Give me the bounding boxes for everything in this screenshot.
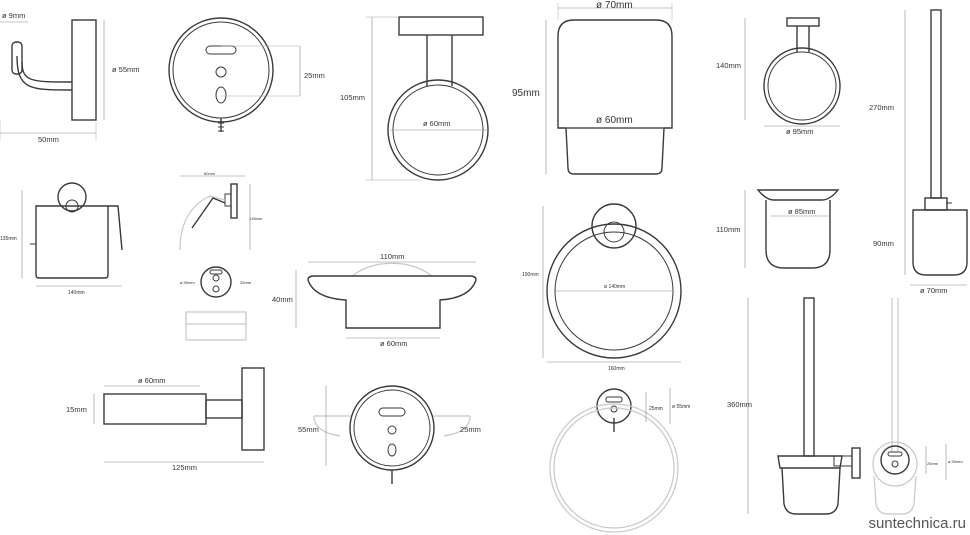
tumbler-top-label: ø 70mm <box>596 0 633 11</box>
dish2-center-label: 25mm <box>460 425 481 434</box>
dish2-height-label: 55mm <box>298 425 319 434</box>
watermark: suntechnica.ru <box>868 515 966 532</box>
toilet-brush-2: 360mm <box>727 297 861 515</box>
paper2-base-l-label: ø 55mm <box>180 280 195 285</box>
brushcup-dia-label: ø 70mm <box>920 286 948 295</box>
paper-holder-plate: ø 55mm 25mm <box>180 266 252 341</box>
cup-height-label: 110mm <box>716 225 740 234</box>
tumbler-view: ø 70mm 95mm ø 60mm <box>512 0 673 175</box>
paper2-base-r-label: 25mm <box>240 280 252 285</box>
dish-height-label: 40mm <box>272 295 293 304</box>
dish-bottom-label: ø 60mm <box>380 339 408 348</box>
rod-length-label: 125mm <box>172 463 197 472</box>
glass-holder-side-view: 105mm ø 60mm <box>340 16 489 181</box>
towelring-height-label: 190mm <box>522 272 539 278</box>
rod-side-label: 15mm <box>66 405 87 414</box>
hook-width-label: 50mm <box>38 135 59 144</box>
brush-total-label: 270mm <box>869 103 894 112</box>
paper-width-label: 140mm <box>68 290 85 296</box>
towelring2-dia-label: ø 55mm <box>672 404 690 410</box>
hook-base-label: ø 55mm <box>112 65 140 74</box>
dish-width-label: 110mm <box>380 252 404 261</box>
towelring-inner-label: ø 140mm <box>604 284 625 290</box>
soap-dish: 110mm 40mm ø 60mm <box>272 252 477 348</box>
towelring2-base-label: 25mm <box>649 406 663 412</box>
toilet-brush-1: 270mm 90mm ø 70mm <box>869 9 968 295</box>
robe-hook-side-view: ø 9mm ø 55mm 50mm <box>0 11 140 144</box>
soap-dish-front: 55mm 25mm <box>298 385 481 484</box>
paper-holder-front: 135mm 140mm <box>0 182 123 296</box>
holder-center-label: 25mm <box>304 71 325 80</box>
glass-ring-label: ø 60mm <box>423 119 451 128</box>
brush2-base-label: 25mm <box>927 461 939 466</box>
towel-rod: ø 60mm 15mm 125mm <box>66 367 265 472</box>
hook-dia-label: ø 9mm <box>2 11 25 20</box>
ring-dia-label: ø 95mm <box>786 127 814 136</box>
ring-height-label: 140mm <box>716 61 741 70</box>
brush2-total-label: 360mm <box>727 400 752 409</box>
brushcup-height-label: 90mm <box>873 239 894 248</box>
glass-height-label: 105mm <box>340 93 365 102</box>
paper-holder-side: 80mm 135mm <box>179 171 263 251</box>
towel-ring: 190mm ø 140mm 160mm <box>522 203 682 372</box>
tumbler-height-label: 95mm <box>512 88 540 99</box>
paper-height-label: 135mm <box>0 236 17 242</box>
towel-ring-front: 25mm ø 55mm <box>549 388 690 533</box>
cup-dia-label: ø 85mm <box>788 207 816 216</box>
cup-holder: 110mm ø 85mm <box>716 189 840 269</box>
small-ring-holder: 140mm ø 95mm <box>716 17 841 136</box>
towelring-width-label: 160mm <box>608 366 625 372</box>
paper2-side-label: 135mm <box>249 216 263 221</box>
brush2-dia-label: ø 55mm <box>948 459 963 464</box>
paper2-top-label: 80mm <box>204 171 216 176</box>
toilet-brush-2-front: 25mm ø 55mm <box>872 298 963 515</box>
rod-dia-label: ø 60mm <box>138 376 166 385</box>
tumbler-bottom-label: ø 60mm <box>596 115 633 126</box>
mount-plate-front-view: 25mm <box>168 17 325 132</box>
